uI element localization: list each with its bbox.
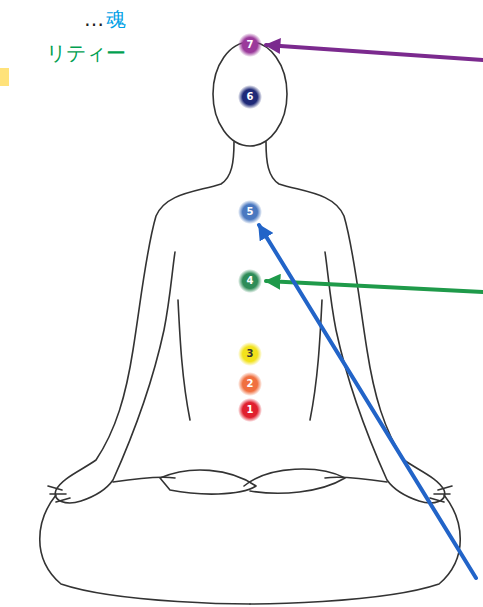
chakra-circle: 7 (238, 33, 262, 57)
chakra-circle: 4 (238, 269, 262, 293)
highlight-mark (0, 68, 9, 86)
chakra-number: 4 (247, 276, 254, 286)
chakra-number: 3 (247, 349, 254, 359)
chakra-circle: 2 (238, 372, 262, 396)
chakra-circle: 5 (238, 200, 262, 224)
chakra-number: 6 (247, 92, 254, 102)
note-label: 魂 (106, 8, 126, 30)
pointer-arrows (259, 45, 483, 578)
note-label: リティー (46, 42, 126, 64)
pointer-arrow (259, 225, 476, 578)
pointer-arrow (266, 45, 483, 60)
body-outline (40, 42, 461, 604)
chakra-circle: 3 (238, 342, 262, 366)
note-label: … (84, 8, 104, 30)
chakra-circle: 6 (238, 85, 262, 109)
chakra-number: 1 (247, 405, 254, 415)
chakra-number: 5 (247, 207, 254, 217)
chakra-number: 2 (247, 379, 254, 389)
chakra-number: 7 (247, 40, 254, 50)
chakra-circle: 1 (238, 398, 262, 422)
